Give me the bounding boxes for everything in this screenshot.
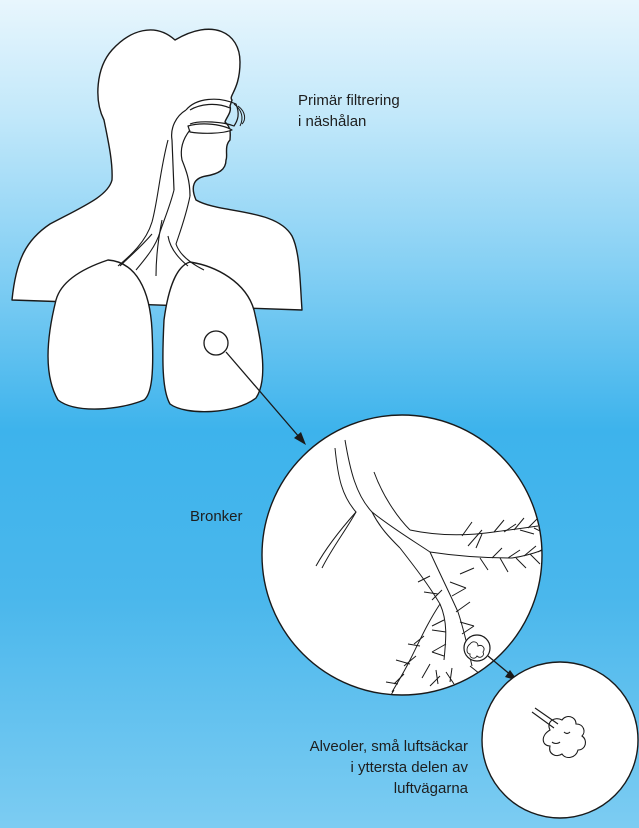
alveoli-magnifier-circle — [464, 635, 490, 661]
label-alveoli-line-2: i yttersta delen av — [310, 757, 468, 778]
label-bronchi: Bronker — [190, 506, 243, 527]
label-primary-filtration-line-1: Primär filtrering — [298, 90, 400, 111]
bronchi-circle — [262, 415, 542, 695]
lung-magnifier-circle — [204, 331, 228, 355]
label-primary-filtration: Primär filtrering i näshålan — [298, 90, 400, 132]
label-alveoli-line-3: luftvägarna — [310, 778, 468, 799]
label-alveoli: Alveoler, små luftsäckar i yttersta dele… — [310, 736, 468, 799]
label-alveoli-line-1: Alveoler, små luftsäckar — [310, 736, 468, 757]
label-primary-filtration-line-2: i näshålan — [298, 111, 400, 132]
alveoli-circle — [482, 662, 638, 818]
body-silhouette — [12, 29, 302, 310]
